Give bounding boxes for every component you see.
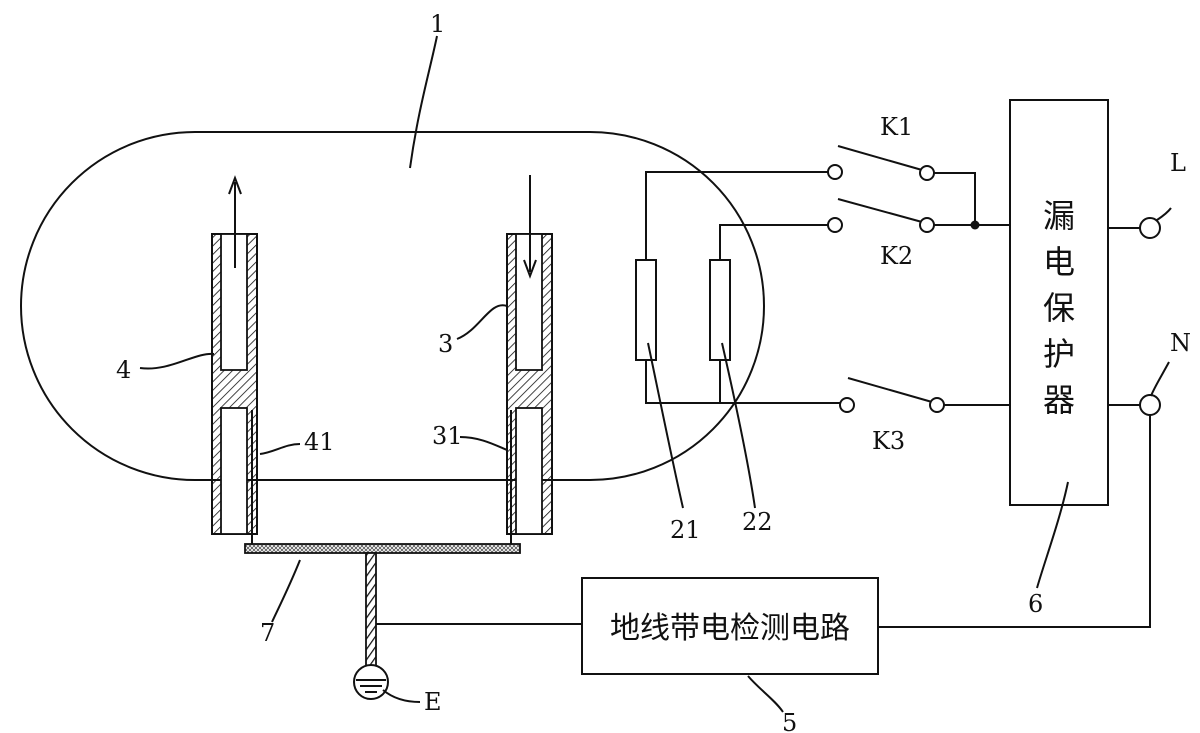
protector-wiring: [376, 172, 1151, 628]
label-outlet-section: 41: [304, 428, 335, 456]
switch-k2: [827, 198, 935, 233]
detection-circuit-text: 地线带电检测电路: [610, 611, 850, 646]
leader-lines: [139, 35, 1172, 713]
label-neutral: N: [1170, 329, 1191, 357]
outlet-pipe: [211, 175, 258, 535]
label-outlet-pipe: 4: [116, 356, 131, 384]
label-tank: 1: [430, 10, 445, 38]
neutral-terminal: [1139, 394, 1161, 416]
label-ground-wire: 7: [260, 619, 275, 647]
switch-k3: [839, 377, 945, 413]
leakage-protector-box: [1009, 99, 1109, 506]
protector-char-4: 护: [1043, 335, 1075, 373]
detection-circuit-box: [581, 577, 879, 675]
label-earth: E: [424, 688, 442, 716]
ground-connection-wire: [244, 410, 521, 672]
label-inlet-section: 31: [432, 422, 463, 450]
switch-k1: [827, 145, 935, 181]
protector-char-2: 电: [1043, 243, 1075, 281]
label-live: L: [1170, 149, 1186, 177]
label-detection-circuit: 5: [782, 709, 797, 733]
heater-wiring: [645, 171, 840, 404]
earth-symbol: [353, 664, 389, 700]
inlet-pipe: [506, 175, 553, 535]
protector-char-5: 器: [1043, 381, 1075, 419]
label-switch-k1: K1: [880, 113, 913, 141]
protector-char-3: 保: [1043, 289, 1075, 327]
heater-element-22: [709, 259, 731, 361]
label-switch-k3: K3: [872, 427, 905, 455]
tank-outline: [20, 131, 765, 481]
live-terminal: [1139, 217, 1161, 239]
label-heater-22: 22: [742, 508, 773, 536]
label-protector: 6: [1028, 590, 1043, 618]
heater-element-21: [635, 259, 657, 361]
label-inlet-pipe: 3: [438, 330, 453, 358]
label-switch-k2: K2: [880, 242, 913, 270]
label-heater-21: 21: [670, 516, 701, 544]
protector-char-1: 漏: [1043, 197, 1075, 235]
